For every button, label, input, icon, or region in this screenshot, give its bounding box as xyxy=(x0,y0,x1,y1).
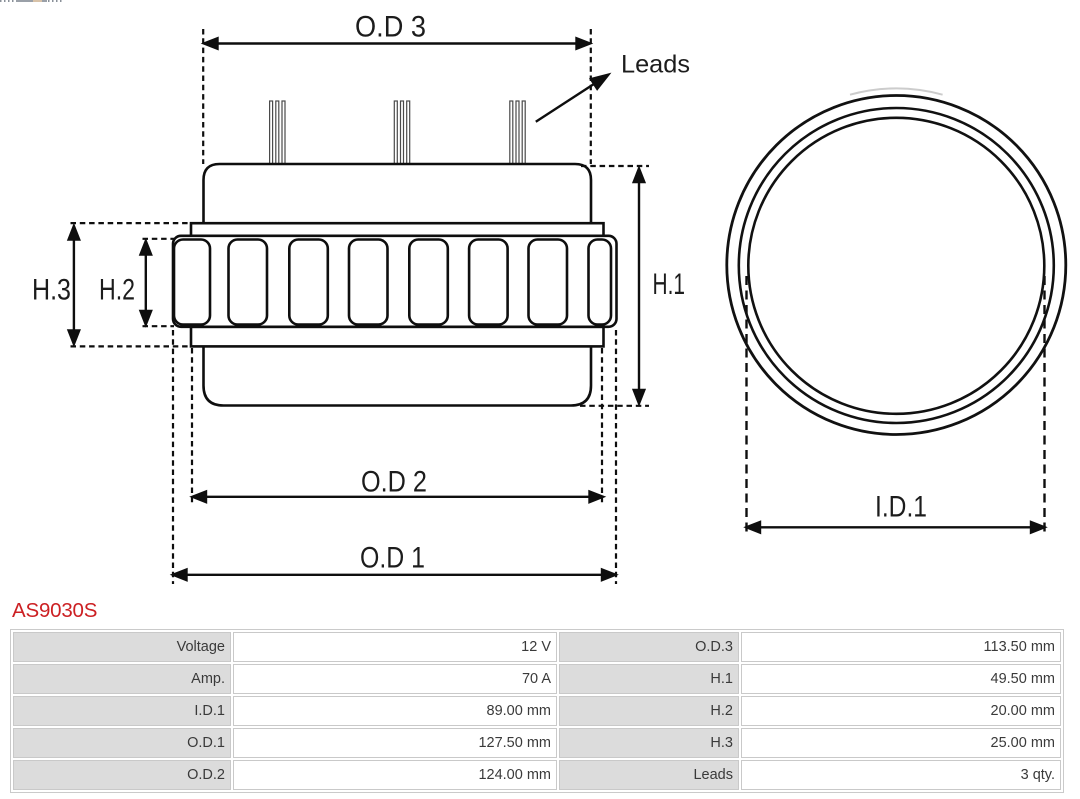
svg-text:O.D 1: O.D 1 xyxy=(360,542,425,575)
svg-text:H.3: H.3 xyxy=(32,274,71,307)
svg-text:I.D.1: I.D.1 xyxy=(875,491,927,524)
svg-text:O.D 3: O.D 3 xyxy=(355,11,426,44)
svg-text:O.D 2: O.D 2 xyxy=(361,466,427,499)
svg-text:H.2: H.2 xyxy=(99,274,135,307)
svg-text:Leads: Leads xyxy=(621,51,690,79)
svg-text:H.1: H.1 xyxy=(653,268,686,301)
